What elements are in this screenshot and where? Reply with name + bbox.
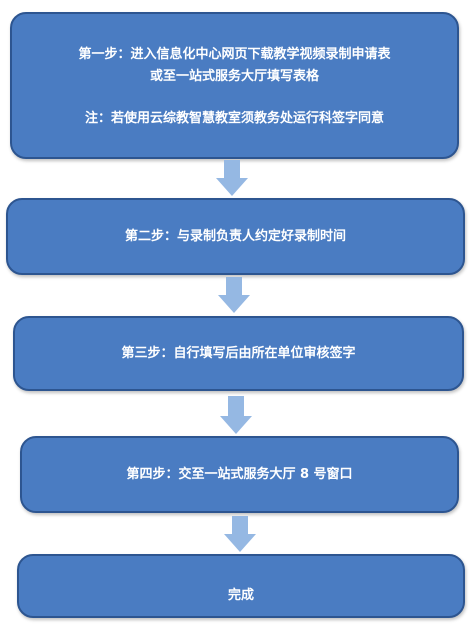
step-3-text: 第三步：自行填写后由所在单位审核签字 <box>121 345 356 361</box>
step-1-note: 注：若使用云综教智慧教室须教务处运行科签字同意 <box>84 110 384 126</box>
step-1-box: 第一步：进入信息化中心网页下载教学视频录制申请表 或至一站式服务大厅填写表格 注… <box>10 12 459 159</box>
down-arrow-icon <box>220 396 252 434</box>
step-1-text-line-2: 或至一站式服务大厅填写表格 <box>149 68 319 84</box>
finish-box: 完成 <box>17 554 465 618</box>
step-4-box: 第四步：交至一站式服务大厅 8 号窗口 <box>20 436 459 513</box>
step-3-box: 第三步：自行填写后由所在单位审核签字 <box>13 316 464 391</box>
down-arrow-icon <box>218 277 250 313</box>
step-2-text: 第二步：与录制负责人约定好录制时间 <box>124 228 346 244</box>
down-arrow-icon <box>224 516 256 552</box>
step-4-text: 第四步：交至一站式服务大厅 8 号窗口 <box>126 466 353 482</box>
down-arrow-icon <box>216 160 248 196</box>
step-1-text-line-1: 第一步：进入信息化中心网页下载教学视频录制申请表 <box>78 46 391 62</box>
step-2-box: 第二步：与录制负责人约定好录制时间 <box>6 198 465 275</box>
finish-text: 完成 <box>227 588 254 603</box>
